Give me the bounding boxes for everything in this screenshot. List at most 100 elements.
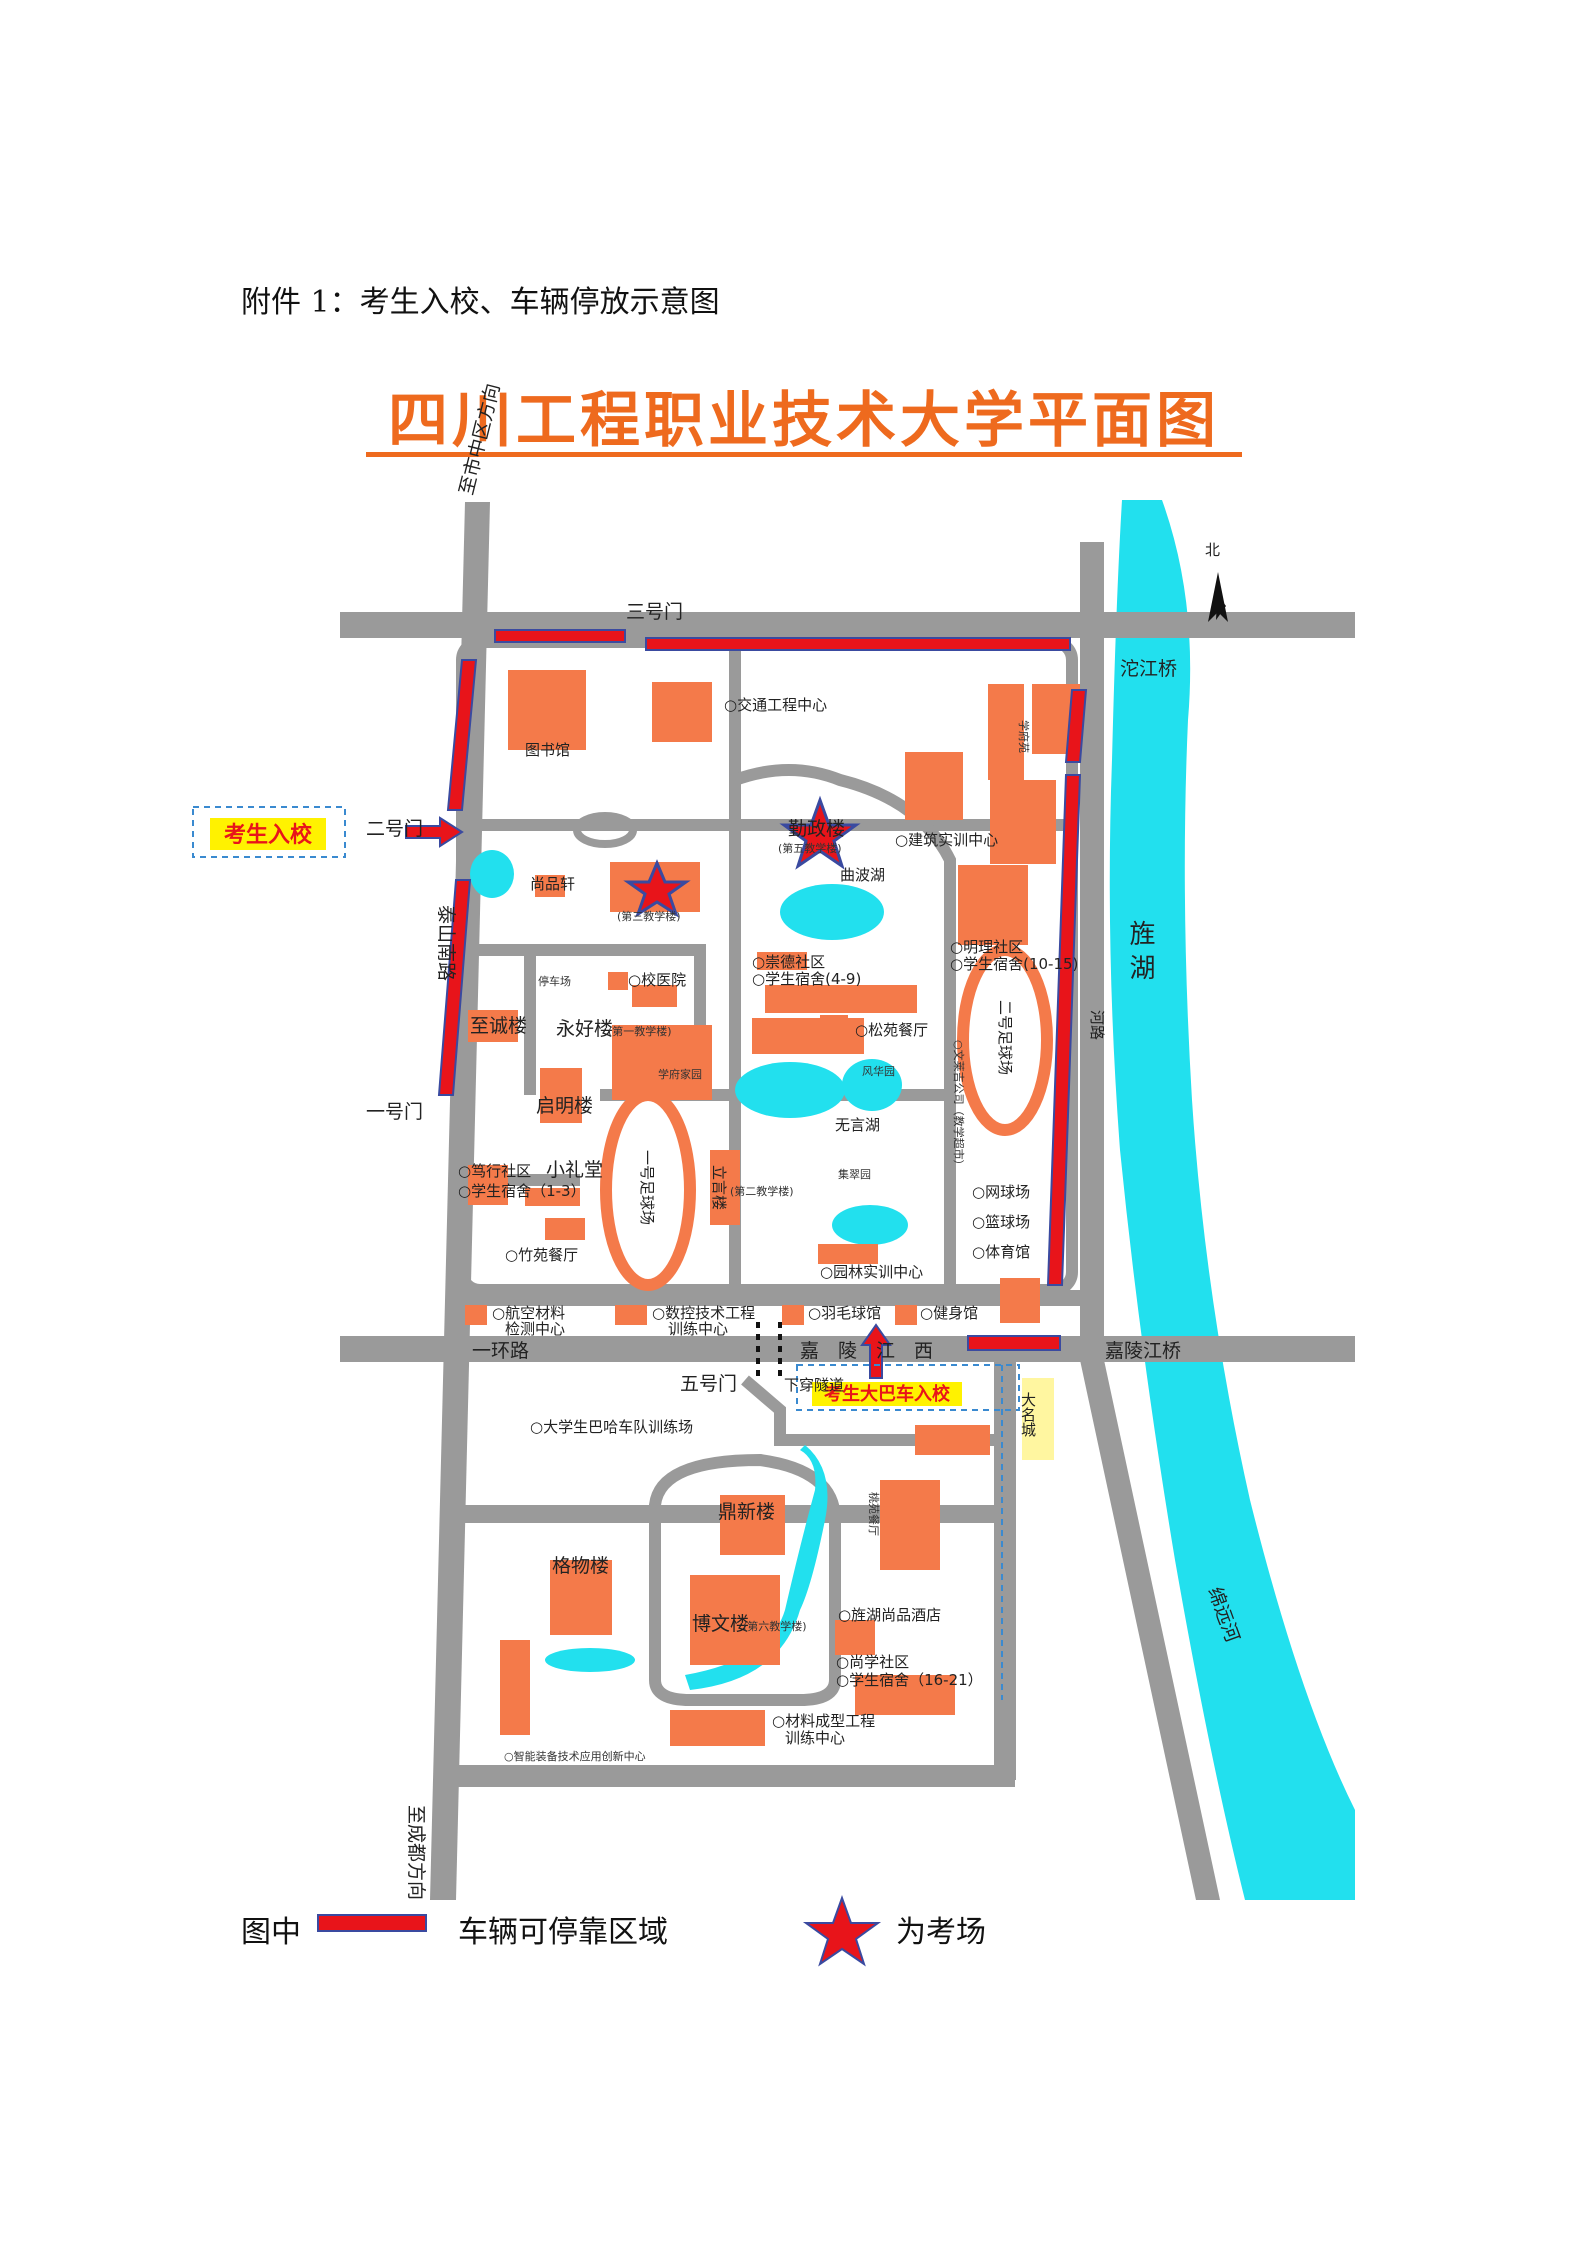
gewu-building [550, 1560, 612, 1635]
garden-center-building [818, 1244, 878, 1264]
parking-north-b [645, 637, 1071, 651]
second-teach-label: (第二教学楼) [730, 1184, 794, 1198]
hotel-label: ○旌湖尚品酒店 [838, 1606, 941, 1624]
material-label: ○材料成型工程 [772, 1712, 875, 1730]
daming-bg [1022, 1378, 1054, 1460]
parking-zones [437, 629, 1088, 1351]
chongde-building [757, 952, 807, 970]
fengjing-label: 风华园 [862, 1064, 895, 1078]
parking-west-a [446, 659, 478, 811]
hospital-label: ○校医院 [628, 971, 686, 989]
xuefu-garden-label: 学府家园 [658, 1067, 702, 1081]
fitness-building [895, 1305, 917, 1325]
gewu-label: 格物楼 [552, 1555, 609, 1577]
shangpin-building [535, 875, 565, 897]
legend-parking-swatch [317, 1914, 427, 1932]
wenlai-label: ○文莱吉公司（教学超市） [952, 1040, 966, 1171]
dorm-10-15-label: ○学生宿舍(10-15) [950, 955, 1078, 973]
east-road[interactable] [1080, 542, 1104, 1342]
lakes [470, 850, 908, 1690]
legend-prefix: 图中 [241, 1915, 301, 1950]
yonghao-sub-label: (第一教学楼) [608, 1024, 672, 1038]
basketball-label: ○篮球场 [972, 1213, 1030, 1231]
traffic-center-label: ○交通工程中心 [724, 696, 827, 714]
yonghao-label: 永好楼 [556, 1018, 613, 1040]
aviation-building [465, 1305, 487, 1325]
xuefu-yuan-c [990, 780, 1056, 864]
badminton-building [782, 1305, 804, 1325]
songyuan-label: ○松苑餐厅 [855, 1021, 928, 1039]
underpass-marks [756, 1322, 782, 1378]
parking-south [967, 1335, 1061, 1351]
shangxue-label: ○尚学社区 [836, 1653, 909, 1671]
north-road[interactable] [340, 612, 1355, 638]
gym-label: ○体育馆 [972, 1243, 1030, 1261]
bowen-label: 博文楼 [692, 1613, 749, 1635]
badminton-label: ○羽毛球馆 [808, 1304, 881, 1322]
wuyan-label: 无言湖 [835, 1116, 880, 1134]
exam-star-qinzheng [779, 795, 861, 870]
cnc-label: ○数控技术工程 [652, 1304, 755, 1322]
parking-east-b [1046, 774, 1082, 1286]
qinzheng-label: 勤政楼 [788, 818, 845, 840]
zhuyuan-label: ○竹苑餐厅 [505, 1246, 578, 1264]
parking-lot-label: 停车场 [538, 974, 571, 988]
zhicheng-label: 至诚楼 [470, 1015, 527, 1037]
aviation-label: ○航空材料 [492, 1304, 565, 1322]
jicui-label: 集翠园 [838, 1167, 871, 1181]
taishan-road-label: 泰山南路 [435, 905, 457, 981]
bridge-south-label: 嘉陵江桥 [1105, 1340, 1181, 1362]
garden-center-label: ○园林实训中心 [820, 1263, 923, 1281]
baja-label: ○大学生巴哈车队训练场 [530, 1418, 693, 1436]
duxing-building [468, 1165, 508, 1205]
material-building [670, 1710, 765, 1746]
lixin-label: 立言楼 [710, 1165, 728, 1210]
xuhu-river [1109, 500, 1355, 1900]
xuhu-label: 旌 湖 [1125, 920, 1155, 980]
bowen-building [690, 1575, 780, 1665]
cnc-building [615, 1305, 647, 1325]
aviation2-label: 检测中心 [505, 1320, 565, 1338]
map-title: 四川工程职业技术大学平面图 [388, 386, 1220, 456]
ring-road-label: 一环路 [472, 1340, 529, 1362]
building-center-building [905, 752, 963, 820]
north-label: 北 [1205, 541, 1220, 559]
student-entry-arrow [405, 816, 464, 848]
yonghao-b [612, 1025, 712, 1100]
dorm-1-3-label: ○学生宿舍（1-3） [458, 1182, 586, 1200]
entry-arrows [405, 816, 892, 1379]
parking-east-a [1064, 689, 1088, 763]
field1-label: 一号足球场 [638, 1150, 656, 1225]
campus-south-road[interactable] [994, 1360, 1016, 1780]
legend-parking-label: 车辆可停靠区域 [458, 1915, 668, 1950]
exam-stars [623, 795, 861, 918]
gym-building [1000, 1278, 1040, 1323]
document-caption: 附件 1：考生入校、车辆停放示意图 [241, 285, 720, 320]
hospital-building [608, 972, 628, 990]
dingxin-label: 鼎新楼 [718, 1501, 775, 1523]
bus-entry-arrow [860, 1323, 892, 1379]
xuefu-yuan-a [988, 684, 1024, 780]
student-entry-callout: 考生入校 [224, 822, 313, 848]
south-road[interactable] [455, 1765, 1015, 1787]
tennis-label: ○网球场 [972, 1183, 1030, 1201]
parking-west-b [437, 879, 472, 1096]
ring-road[interactable] [340, 1336, 1355, 1362]
mingli-label: ○明理社区 [950, 938, 1023, 956]
fitness-label: ○健身馆 [920, 1304, 978, 1322]
east-road-south[interactable] [1080, 1360, 1220, 1900]
legend-star-icon [802, 1895, 882, 1967]
baja-building [915, 1425, 990, 1455]
jialing-road-label: 嘉 陵 江 西 [800, 1340, 933, 1362]
dingxin-building [720, 1495, 785, 1555]
library-label: 图书馆 [525, 741, 570, 759]
hotel-building [835, 1620, 875, 1655]
dorm-16-21-building [855, 1675, 955, 1715]
qubo-label: 曲波湖 [840, 866, 885, 884]
zhicheng-building [468, 1010, 518, 1042]
smart-label: ○智能装备技术应用创新中心 [504, 1749, 646, 1763]
shangpin-label: 尚品轩 [530, 875, 575, 893]
legend-exam-label: 为考场 [896, 1915, 986, 1950]
dorm-4-9-label: ○学生宿舍(4-9) [752, 970, 861, 988]
